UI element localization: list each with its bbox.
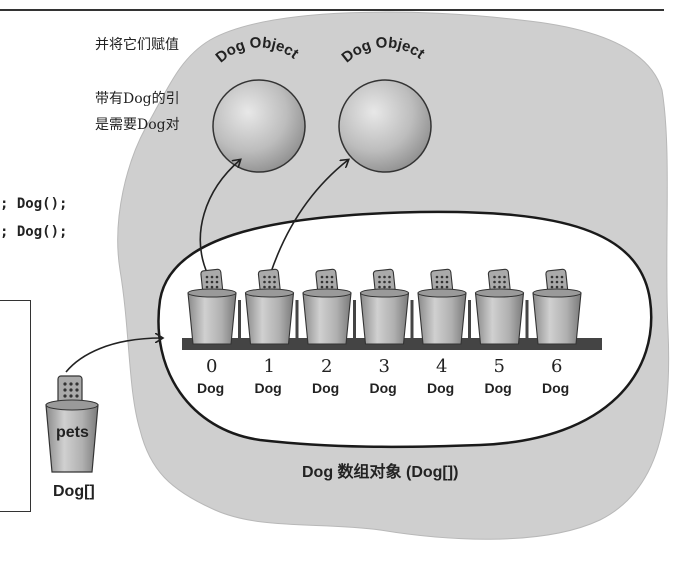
array-slot-3 xyxy=(359,268,414,345)
array-slot-5 xyxy=(474,268,529,345)
array-slot-4 xyxy=(417,268,471,345)
slot-index-1: 1 xyxy=(263,356,275,377)
pets-reference-cup xyxy=(45,375,99,473)
slot-index-2: 2 xyxy=(321,356,333,377)
slot-index-4: 4 xyxy=(436,356,448,377)
arrow-slot1-to-object xyxy=(269,160,348,276)
slot-type-label-3: Dog xyxy=(369,380,397,396)
dog-object-1 xyxy=(338,79,432,173)
text-fragment-1: 并将它们赋值 xyxy=(95,37,179,53)
array-slot-0 xyxy=(187,268,241,345)
pets-label: pets xyxy=(56,424,89,441)
slot-index-6: 6 xyxy=(551,356,563,377)
top-rule xyxy=(0,9,664,11)
array-slot-1 xyxy=(244,268,299,345)
slot-type-label-4: Dog xyxy=(427,380,455,396)
slot-type-label-5: Dog xyxy=(484,380,512,396)
text-fragment-3: 是需要Dog对 xyxy=(95,117,180,133)
slot-type-label-6: Dog xyxy=(542,380,570,396)
slot-type-label-1: Dog xyxy=(254,380,282,396)
slot-index-0: 0 xyxy=(206,356,218,377)
arrow-slot0-to-object xyxy=(199,160,240,276)
arrow-pets-to-array xyxy=(65,338,162,373)
array-slots xyxy=(187,268,582,345)
code-fragment-1: ; Dog(); xyxy=(0,196,68,212)
dog-object-0 xyxy=(212,79,306,173)
array-slot-2 xyxy=(302,268,356,345)
dog-array-type-label: Dog[] xyxy=(53,483,95,500)
slot-index-5: 5 xyxy=(493,356,505,377)
array-caption: Dog 数组对象 (Dog[]) xyxy=(302,464,459,481)
side-box-border xyxy=(0,300,31,512)
slot-type-label-0: Dog xyxy=(197,380,225,396)
array-slot-6 xyxy=(532,268,582,345)
text-fragment-2: 带有Dog的引 xyxy=(95,91,180,107)
code-fragment-2: ; Dog(); xyxy=(0,224,68,240)
slot-index-3: 3 xyxy=(378,356,390,377)
slot-type-label-2: Dog xyxy=(312,380,340,396)
